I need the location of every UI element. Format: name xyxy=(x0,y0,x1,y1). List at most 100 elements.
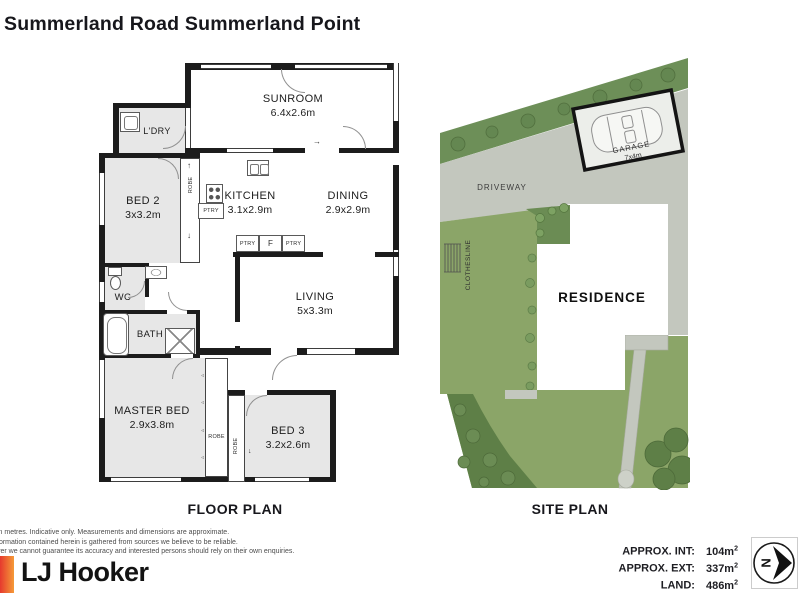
stat-value: 486m2 xyxy=(705,579,738,592)
room-label-laundry: L'DRY xyxy=(143,126,171,136)
door-gap xyxy=(171,354,193,358)
wall xyxy=(187,148,399,153)
stove-icon xyxy=(206,184,223,203)
room-dims-living: 5x3.3m xyxy=(297,305,333,317)
garage-dims-label: 7x4m xyxy=(624,152,642,162)
room-dims-dining: 2.9x2.9m xyxy=(325,204,371,216)
window xyxy=(393,250,399,276)
edge-bushes xyxy=(525,253,537,391)
garden-path xyxy=(618,349,647,489)
wall xyxy=(196,348,240,355)
window xyxy=(295,64,387,69)
window xyxy=(201,64,271,69)
wall xyxy=(187,63,399,70)
fridge-cabinet xyxy=(259,235,282,252)
garage: GARAGE 7x4m xyxy=(570,87,686,173)
stat-line-ext: APPROX. EXT:337m2 xyxy=(619,559,738,576)
window xyxy=(307,348,355,355)
window xyxy=(227,148,273,153)
robe-arrow-down: ↓ xyxy=(248,448,252,455)
wall xyxy=(375,252,399,257)
north-arrow-icon: N xyxy=(751,537,798,589)
toilet-icon xyxy=(108,267,122,276)
page-title: Summerland Road Summerland Point xyxy=(4,13,361,35)
bathtub-icon xyxy=(103,313,129,356)
stat-label: APPROX. INT: xyxy=(622,545,695,558)
door-arc xyxy=(272,355,297,380)
door-gap xyxy=(167,310,187,314)
label-robe-bed3: ROBE xyxy=(233,437,239,455)
shower-icon xyxy=(165,328,195,354)
wall xyxy=(113,103,189,108)
north-arrow-graphic: N xyxy=(753,542,795,584)
disclaimer-line: in metres. Indicative only. Measurements… xyxy=(0,529,230,536)
robe-arrow-down: ↓ xyxy=(187,231,191,240)
residence-label: RESIDENCE xyxy=(558,290,646,305)
stat-value: 337m2 xyxy=(705,562,738,575)
residence-footprint xyxy=(537,204,668,390)
pantry-cabinet xyxy=(198,203,224,219)
window xyxy=(99,173,105,225)
stat-value: 104m2 xyxy=(705,545,738,558)
door-gap xyxy=(305,148,339,153)
window xyxy=(99,282,105,302)
wall xyxy=(393,63,399,355)
floor-plan: ◃◃◃◃ → ↑ ↓ ↓ SUNROOM 6.4x2.6m L'DRY BED … xyxy=(95,60,407,485)
bush-blob xyxy=(644,427,697,491)
room-label-living: LIVING xyxy=(295,291,335,303)
site-plan-caption: SITE PLAN xyxy=(531,501,609,517)
wall xyxy=(145,263,149,297)
label-robe-master: ROBE xyxy=(208,434,225,440)
room-label-dining: DINING xyxy=(327,190,369,202)
path-step xyxy=(617,469,635,489)
door-arc xyxy=(343,126,366,149)
wall xyxy=(99,153,105,482)
room-dims-bed3: 3.2x2.6m xyxy=(265,439,311,451)
wall xyxy=(99,153,200,158)
car-icon xyxy=(591,106,663,153)
side-path xyxy=(624,334,669,351)
room-label-sunroom: SUNROOM xyxy=(262,93,324,105)
label-pantry-right: PTRY xyxy=(285,241,302,247)
wall xyxy=(99,477,336,482)
stat-label: LAND: xyxy=(660,579,695,592)
disclaimer-text: in metres. Indicative only. Measurements… xyxy=(0,528,294,557)
site-plan-graphic: GARAGE 7x4m DRIVEWAY RESIDENCE CLOTHESLI… xyxy=(440,58,697,491)
porch-step xyxy=(505,390,537,399)
room-dims-master: 2.9x3.8m xyxy=(129,419,175,431)
toilet-bowl-icon xyxy=(110,276,121,290)
door-arc xyxy=(168,292,187,311)
door-gap xyxy=(245,390,267,395)
window xyxy=(99,360,105,418)
brand-logo-mark xyxy=(0,556,14,593)
door-gap xyxy=(235,322,240,346)
wall xyxy=(99,263,149,267)
kitchen-sink-icon xyxy=(247,160,269,176)
wall xyxy=(99,310,200,314)
floor-plan-caption: FLOOR PLAN xyxy=(187,501,283,517)
label-fridge: F xyxy=(267,239,274,248)
room-dims-bed2: 3x3.2m xyxy=(125,209,161,221)
clothesline-label: CLOTHESLINE xyxy=(465,240,472,291)
room-label-bed3: BED 3 xyxy=(271,425,305,437)
window xyxy=(111,477,181,482)
room-label-kitchen: KITCHEN xyxy=(224,190,276,202)
disclaimer-line: formation contained herein is gathered f… xyxy=(0,538,238,546)
laundry-sink-icon xyxy=(120,112,140,132)
vanity-basin-icon xyxy=(145,266,167,279)
stat-line-int: APPROX. INT: 104m2 xyxy=(619,542,738,559)
brand-logo-text: LJ Hooker xyxy=(21,557,149,587)
robe-bed3 xyxy=(228,395,245,482)
entry-arrow: → xyxy=(313,137,321,146)
window xyxy=(255,477,309,482)
robe-arrow-up: ↑ xyxy=(187,161,191,170)
svg-text:N: N xyxy=(759,558,774,567)
stat-line-land: LAND: 486m2 xyxy=(619,576,738,593)
label-robe-bed2: ROBE xyxy=(188,176,194,194)
area-stats: APPROX. INT: 104m2 APPROX. EXT:337m2 LAND… xyxy=(619,542,738,593)
room-label-bath: BATH xyxy=(136,329,164,340)
clothesline-icon xyxy=(444,243,461,273)
wall xyxy=(113,103,119,158)
wall xyxy=(99,354,200,358)
